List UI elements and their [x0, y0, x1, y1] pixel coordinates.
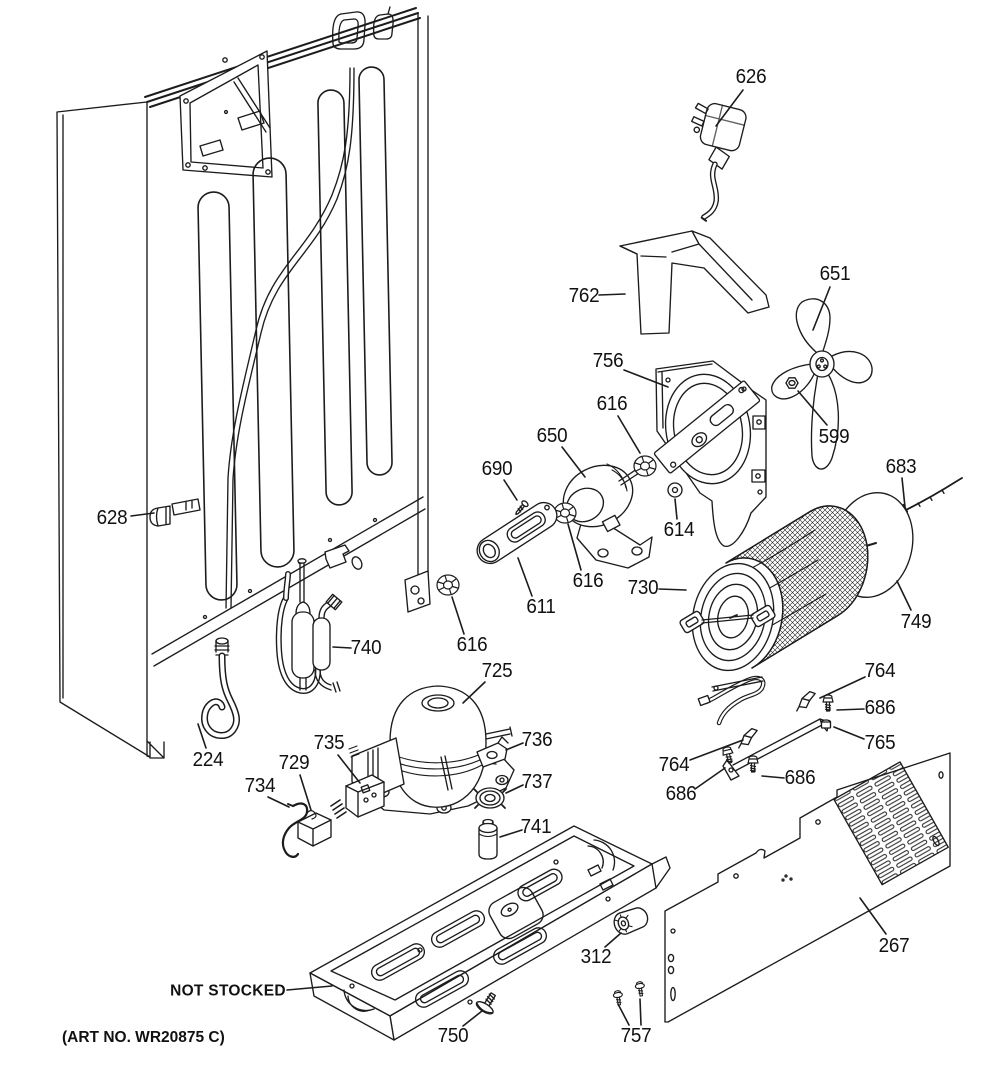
compressor-sleeve — [478, 818, 498, 860]
motor-mount-tube — [476, 501, 558, 565]
leader-line-686 — [761, 775, 785, 779]
drain-hose — [201, 637, 241, 739]
leader-line-764 — [819, 676, 866, 699]
leader-line-757 — [617, 1003, 630, 1026]
air-duct — [619, 230, 770, 335]
motor-screw — [515, 500, 529, 516]
leader-line-737 — [505, 784, 524, 794]
access-cover-plate — [179, 50, 273, 178]
leader-line-764 — [689, 739, 744, 761]
leader-line-735 — [337, 754, 361, 784]
leader-line-267 — [859, 897, 887, 935]
leader-line-614 — [674, 498, 678, 520]
leader-line-616 — [617, 415, 641, 454]
leader-line-756 — [623, 369, 669, 388]
compressor-grommet — [473, 787, 507, 809]
condenser-fan-motor — [562, 463, 653, 569]
wire-harness — [281, 802, 309, 858]
base-pan — [309, 825, 671, 1041]
rail-clip — [820, 719, 832, 729]
fan-shroud-bracket — [653, 360, 767, 547]
motor-grommet — [633, 455, 657, 477]
leader-line-740 — [332, 646, 352, 649]
leader-line-686 — [694, 767, 726, 790]
leader-line-736 — [505, 742, 524, 751]
leader-lines — [130, 89, 912, 1027]
art-number-note: (ART NO. WR20875 C) — [62, 1029, 225, 1046]
leader-line-741 — [499, 829, 523, 838]
leader-line-599 — [797, 390, 828, 426]
leader-line-616 — [567, 523, 582, 571]
leader-line-683 — [901, 477, 906, 508]
leader-line-616 — [451, 596, 465, 635]
relay — [330, 774, 385, 819]
fan-nut — [785, 377, 799, 389]
leader-line-not-stocked — [286, 985, 333, 991]
roller-wheel — [613, 907, 649, 935]
leader-line-686 — [836, 708, 865, 711]
washer — [667, 482, 683, 498]
leader-line-757 — [639, 998, 642, 1026]
condenser-coil — [679, 505, 869, 726]
leader-line-725 — [462, 681, 486, 704]
leader-line-750 — [462, 1010, 483, 1027]
leader-line-650 — [561, 446, 586, 478]
tube-clamp — [149, 498, 201, 527]
leader-line-224 — [197, 723, 207, 749]
leader-line-734 — [267, 796, 290, 808]
cabinet-back-panel — [56, 6, 431, 759]
embossed-channels — [197, 66, 393, 601]
motor-grommet — [436, 574, 460, 596]
leader-line-765 — [833, 726, 865, 740]
leader-line-690 — [503, 479, 518, 501]
compressor-clamp — [476, 736, 509, 768]
condenser-mount-rail — [720, 690, 834, 781]
drier-assembly — [275, 558, 343, 694]
rear-access-panel — [664, 752, 951, 1023]
leader-line-626 — [715, 89, 744, 127]
leader-line-729 — [299, 774, 312, 811]
capacitor — [297, 810, 332, 847]
leader-line-762 — [598, 293, 626, 296]
capillary-tube — [225, 67, 355, 609]
base-screw — [475, 992, 497, 1015]
leader-line-628 — [130, 512, 155, 517]
leader-line-651 — [812, 286, 831, 331]
leader-line-611 — [517, 557, 533, 597]
leader-line-749 — [896, 580, 912, 611]
leader-line-312 — [604, 932, 622, 948]
power-cord — [691, 102, 747, 222]
leader-line-730 — [658, 588, 687, 591]
